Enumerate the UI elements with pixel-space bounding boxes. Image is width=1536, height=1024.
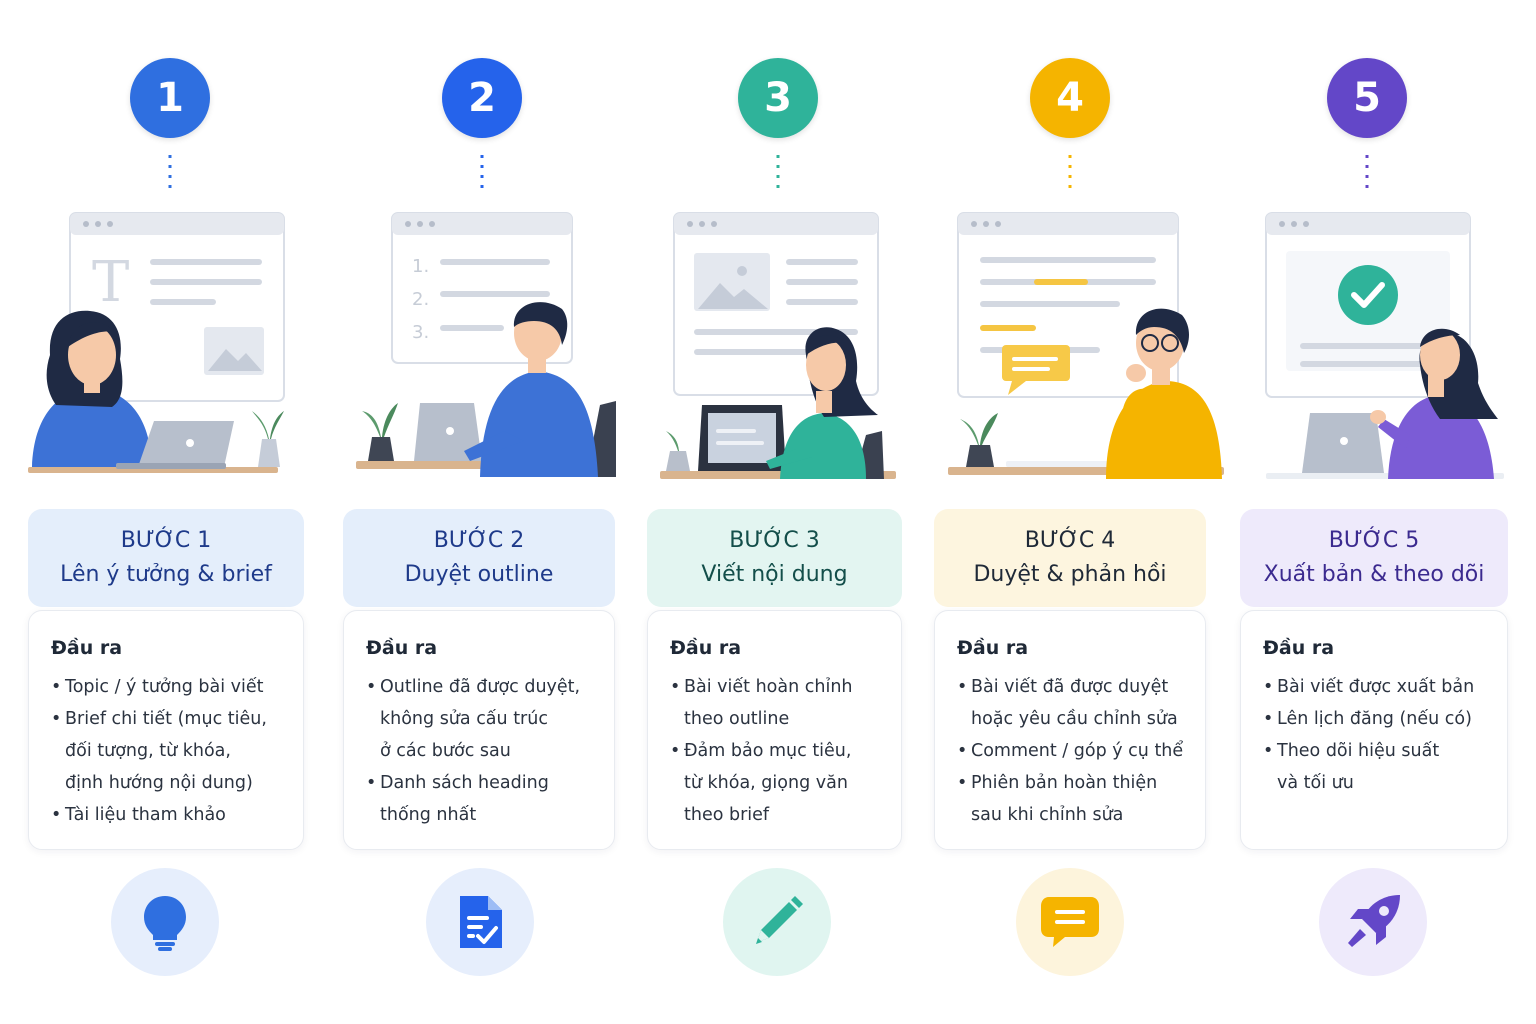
- step-4-header: BƯỚC 4 Duyệt & phản hồi: [934, 509, 1206, 607]
- step-4-outputs: Đầu ra Bài viết đã được duyệt hoặc yêu c…: [934, 610, 1206, 850]
- step-1-header: BƯỚC 1 Lên ý tưởng & brief: [28, 509, 304, 607]
- output-item: Bài viết đã được duyệt hoặc yêu cầu chỉn…: [957, 671, 1185, 735]
- text-glyph: T: [92, 250, 129, 315]
- step-2-label: BƯỚC 2: [433, 528, 525, 553]
- output-item: Brief chi tiết (mục tiêu, đối tượng, từ …: [51, 703, 283, 799]
- step-3-title: Viết nội dung: [701, 562, 848, 587]
- step-1-title: Lên ý tưởng & brief: [60, 562, 272, 587]
- rocket-icon: [1319, 868, 1427, 976]
- step-3-outputs: Đầu ra Bài viết hoàn chỉnh theo outline …: [647, 610, 902, 850]
- step-2-title: Duyệt outline: [404, 562, 554, 587]
- output-item: Theo dõi hiệu suất và tối ưu: [1263, 735, 1487, 799]
- pencil-icon: [723, 868, 831, 976]
- output-item: Lên lịch đăng (nếu có): [1263, 703, 1487, 735]
- step-4-circle: 4: [1030, 58, 1110, 138]
- output-item: Tài liệu tham khảo: [51, 799, 283, 831]
- step-1-outputs: Đầu ra Topic / ý tưởng bài viết Brief ch…: [28, 610, 304, 850]
- lightbulb-icon: [111, 868, 219, 976]
- content-writing-illustration: [656, 205, 902, 485]
- step-5-header: BƯỚC 5 Xuất bản & theo dõi: [1240, 509, 1508, 607]
- output-item: Topic / ý tưởng bài viết: [51, 671, 283, 703]
- output-item: Bài viết được xuất bản: [1263, 671, 1487, 703]
- writer-brief-illustration: T: [28, 205, 288, 485]
- step-2-header: BƯỚC 2 Duyệt outline: [343, 509, 615, 607]
- outline-number-2: 2.: [412, 289, 429, 310]
- outputs-heading: Đầu ra: [1263, 637, 1335, 659]
- feedback-review-illustration: [946, 205, 1228, 485]
- output-item: Comment / góp ý cụ thể: [957, 735, 1185, 767]
- step-3-label: BƯỚC 3: [729, 528, 820, 553]
- step-4-label: BƯỚC 4: [1024, 528, 1116, 553]
- output-item: Bài viết hoàn chỉnh theo outline: [670, 671, 881, 735]
- outline-review-illustration: 1. 2. 3.: [354, 205, 620, 485]
- step-2-circle: 2: [442, 58, 522, 138]
- output-item: Đảm bảo mục tiêu, từ khóa, giọng văn the…: [670, 735, 881, 831]
- output-item: Phiên bản hoàn thiện sau khi chỉnh sửa: [957, 767, 1185, 831]
- publish-track-illustration: [1260, 205, 1508, 485]
- step-1-circle: 1: [130, 58, 210, 138]
- step-5-circle: 5: [1327, 58, 1407, 138]
- step-1-label: BƯỚC 1: [120, 528, 212, 553]
- step-2-outputs: Đầu ra Outline đã được duyệt, không sửa …: [343, 610, 615, 850]
- checklist-document-icon: [426, 868, 534, 976]
- step-4-title: Duyệt & phản hồi: [973, 562, 1167, 587]
- outputs-heading: Đầu ra: [51, 637, 123, 659]
- check-circle-icon: [1338, 265, 1398, 325]
- step-3-header: BƯỚC 3 Viết nội dung: [647, 509, 902, 607]
- step-3-circle: 3: [738, 58, 818, 138]
- outline-number-1: 1.: [412, 256, 429, 277]
- outline-number-3: 3.: [412, 322, 429, 343]
- outputs-heading: Đầu ra: [366, 637, 438, 659]
- output-item: Danh sách heading thống nhất: [366, 767, 594, 831]
- outputs-heading: Đầu ra: [957, 637, 1029, 659]
- step-5-label: BƯỚC 5: [1328, 528, 1420, 553]
- step-5-title: Xuất bản & theo dõi: [1263, 562, 1485, 587]
- outputs-heading: Đầu ra: [670, 637, 742, 659]
- output-item: Outline đã được duyệt, không sửa cấu trú…: [366, 671, 594, 767]
- chat-bubble-icon: [1016, 868, 1124, 976]
- step-5-outputs: Đầu ra Bài viết được xuất bản Lên lịch đ…: [1240, 610, 1508, 850]
